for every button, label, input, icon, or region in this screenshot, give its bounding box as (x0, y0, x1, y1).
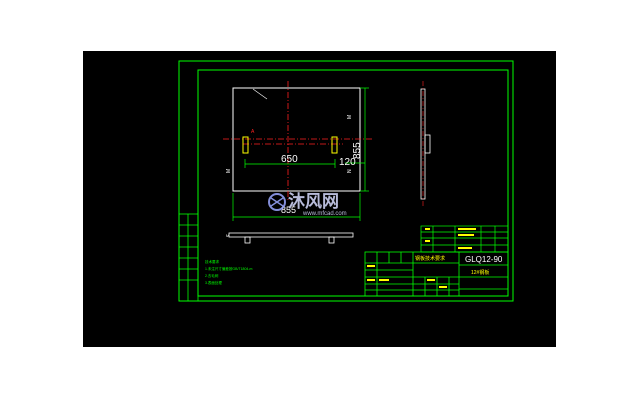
leader-line (252, 88, 268, 100)
note-3: 3.表面处理 (205, 280, 222, 285)
title-block-marks (367, 265, 447, 288)
note-1: 1.未注尺寸偏差按GB/T1804-m (205, 266, 253, 271)
bottom-view: M (226, 232, 354, 244)
inner-border (197, 69, 509, 297)
dim-height-side: 855 (352, 142, 363, 159)
watermark-url: www.mfcad.com (302, 211, 347, 217)
view-mark-m2: M (347, 115, 353, 119)
notes-block: 技术要求 1.未注尺寸偏差按GB/T1804-m 2.去毛刺 3.表面处理 (205, 259, 253, 285)
dim-width-bottom: 855 (281, 205, 296, 215)
view-mark-n: N (347, 169, 353, 173)
dim-width-top: 650 (281, 154, 298, 165)
side-view (420, 81, 431, 207)
plate-outline (232, 87, 361, 192)
part-number: GLQ12-90 (465, 255, 503, 264)
revision-strip (178, 213, 199, 302)
part-name: 12#钢板 (471, 269, 489, 276)
view-mark-m-bottom: M (226, 233, 229, 238)
cad-viewport[interactable]: 650 120 855 855 A M M N M 技术要求 1.未注尺寸偏差按… (83, 51, 556, 347)
drawing-name: 钢板技术要求 (415, 255, 445, 262)
watermark-logo-icon (268, 193, 286, 211)
slot-left (242, 136, 249, 154)
view-mark-a: A (251, 129, 255, 135)
title-block (364, 251, 509, 297)
note-title: 技术要求 (205, 259, 219, 264)
view-mark-m1: M (226, 169, 232, 173)
note-2: 2.去毛刺 (205, 273, 219, 278)
dim-offset: 120 (339, 157, 356, 168)
front-view: 650 120 855 855 A M M N (223, 81, 373, 221)
watermark-brand: 沐风网 (288, 192, 339, 211)
watermark: 沐风网 www.mfcad.com (268, 192, 347, 217)
slot-right (331, 136, 338, 154)
cad-drawing: 650 120 855 855 A M M N M 技术要求 1.未注尺寸偏差按… (178, 60, 514, 302)
outer-border (178, 60, 514, 302)
parts-list-marks (425, 228, 476, 249)
